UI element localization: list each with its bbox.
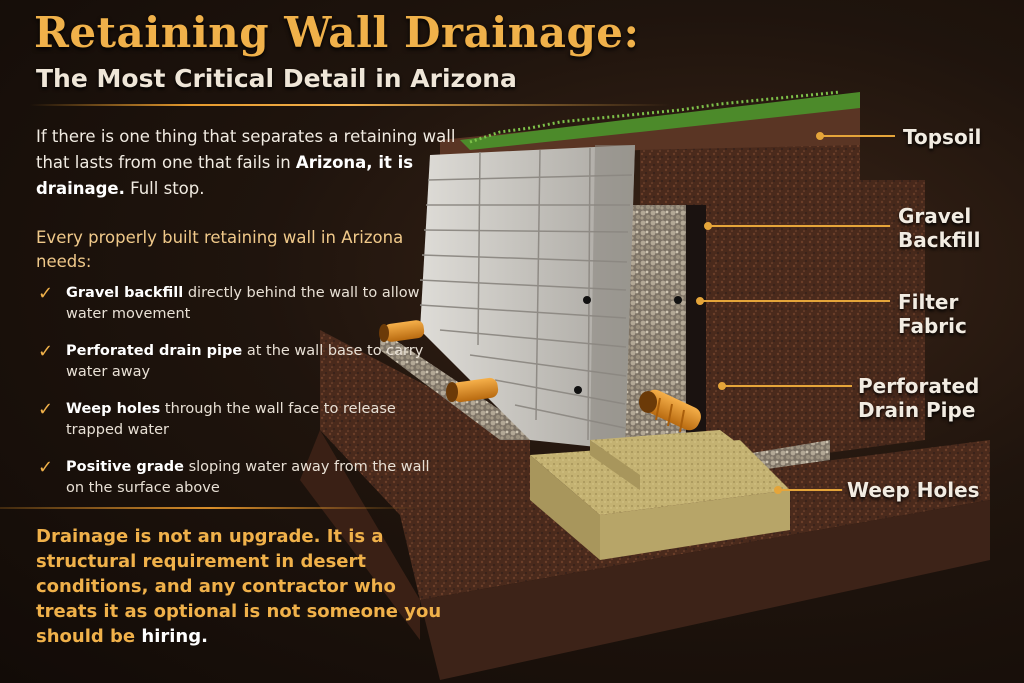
label-topsoil-text: Topsoil bbox=[903, 125, 982, 149]
label-filter-line1: Filter bbox=[898, 290, 959, 314]
label-weep-text: Weep Holes bbox=[847, 478, 980, 502]
page-subtitle: The Most Critical Detail in Arizona bbox=[36, 64, 517, 93]
checkmark-icon: ✓ bbox=[38, 341, 54, 362]
checklist-item-pipe: ✓ Perforated drain pipe at the wall base… bbox=[36, 341, 436, 399]
intro-text-1: If there is one thing that separates a r… bbox=[36, 127, 456, 172]
checkmark-icon: ✓ bbox=[38, 457, 54, 478]
checklist-item-grade: ✓ Positive grade sloping water away from… bbox=[36, 457, 436, 515]
checklist-item-text: at the wall base to carry water away bbox=[66, 343, 424, 380]
label-pipe-line2: Drain Pipe bbox=[858, 398, 976, 422]
checklist-item-text: through the wall face to release trapped… bbox=[66, 401, 396, 438]
callout-leader-lines bbox=[696, 132, 895, 494]
label-weep-holes: Weep Holes bbox=[847, 478, 980, 502]
checklist-item-gravel: ✓ Gravel backfill directly behind the wa… bbox=[36, 283, 436, 341]
closing-divider bbox=[0, 507, 420, 509]
label-gravel-line1: Gravel bbox=[898, 204, 972, 228]
topsoil-layer bbox=[440, 90, 860, 160]
checklist-item-text: directly behind the wall to allow water … bbox=[66, 285, 420, 322]
closing-text: Drainage is not an upgrade. It is a stru… bbox=[36, 526, 442, 647]
perforated-drain-pipes bbox=[379, 320, 701, 433]
checklist-item-bold: Weep holes bbox=[66, 401, 161, 417]
page-title: Retaining Wall Drainage: bbox=[34, 8, 640, 57]
concrete-footing bbox=[530, 430, 790, 560]
checklist-item-text: sloping water away from the wall on the … bbox=[66, 459, 430, 496]
checkmark-icon: ✓ bbox=[38, 399, 54, 420]
label-topsoil: Topsoil bbox=[903, 125, 981, 149]
intro-text-2: Full stop. bbox=[124, 179, 205, 198]
label-filter-fabric: Filter Fabric bbox=[898, 290, 967, 338]
label-filter-line2: Fabric bbox=[898, 314, 967, 338]
block-wall bbox=[419, 145, 635, 450]
title-divider bbox=[30, 104, 670, 106]
checklist-item-bold: Perforated drain pipe bbox=[66, 343, 243, 359]
checklist-item-bold: Gravel backfill bbox=[66, 285, 184, 301]
needs-heading: Every properly built retaining wall in A… bbox=[36, 228, 404, 271]
label-gravel-backfill: Gravel Backfill bbox=[898, 204, 980, 252]
intro-paragraph: If there is one thing that separates a r… bbox=[36, 124, 476, 202]
checklist-item-weep: ✓ Weep holes through the wall face to re… bbox=[36, 399, 436, 457]
foreground-soil-base bbox=[300, 330, 990, 680]
checklist-item-bold: Positive grade bbox=[66, 459, 184, 475]
closing-emphasis: hiring. bbox=[141, 626, 208, 647]
intro-bold: Arizona, it is drainage. bbox=[36, 153, 414, 198]
label-drain-pipe: Perforated Drain Pipe bbox=[858, 374, 979, 422]
requirements-checklist: ✓ Gravel backfill directly behind the wa… bbox=[36, 283, 436, 515]
checkmark-icon: ✓ bbox=[38, 283, 54, 304]
filter-fabric bbox=[686, 205, 706, 460]
label-gravel-line2: Backfill bbox=[898, 228, 981, 252]
label-pipe-line1: Perforated bbox=[858, 374, 980, 398]
closing-statement: Drainage is not an upgrade. It is a stru… bbox=[36, 524, 456, 649]
